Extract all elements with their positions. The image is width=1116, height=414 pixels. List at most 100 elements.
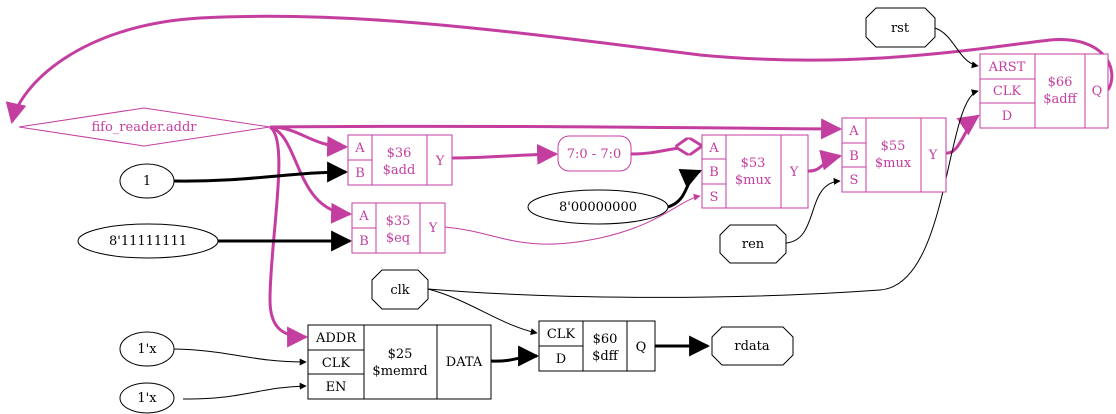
- ren-label: ren: [742, 237, 765, 252]
- dff60-port-clk: CLK: [547, 327, 576, 342]
- eq35-port-a: A: [358, 209, 369, 224]
- cell-eq35[interactable]: A B $35 $eq Y: [351, 202, 446, 254]
- adff66-frame: [979, 53, 1109, 129]
- dff60-port-q: Q: [636, 340, 647, 355]
- wire-memrd25-data-to-dff60-d: [490, 345, 540, 367]
- cell-memrd25[interactable]: ADDR CLK EN $25 $memrd DATA: [307, 324, 492, 400]
- adff66-port-clk: CLK: [993, 84, 1022, 99]
- const-all-ones-ellipse: [77, 223, 219, 259]
- adff66-port-arst: ARST: [988, 60, 1026, 75]
- eq35-id: $35: [386, 214, 411, 229]
- const-all-ones-label: 8'11111111: [109, 234, 187, 249]
- mux55-port-a: A: [848, 124, 859, 139]
- wire-ren-to-mux55-s: [785, 177, 841, 244]
- cell-dff60[interactable]: CLK D $60 $dff Q: [538, 320, 656, 372]
- fifo-addr-diamond: [18, 107, 271, 147]
- wire-addr-to-memrd25-addr: [268, 125, 309, 348]
- const-one-ellipse: [119, 163, 175, 199]
- mux53-frame: [701, 134, 809, 209]
- mux55-port-y: Y: [928, 148, 938, 163]
- cell-mux55[interactable]: A B S $55 $mux Y: [841, 117, 947, 193]
- mux55-port-s: S: [850, 173, 859, 188]
- slice-box: [557, 135, 632, 172]
- rst-label: rst: [891, 21, 910, 36]
- rst-octagon: [865, 7, 936, 48]
- wire-addr-to-mux55-a: [269, 118, 843, 140]
- wire-clk-to-adff66-clk: [427, 89, 979, 298]
- const-zeros-label: 8'00000000: [559, 200, 637, 215]
- fifo-addr-label: fifo_reader.addr: [91, 120, 197, 135]
- memrd25-port-clk: CLK: [322, 356, 351, 371]
- mux55-port-b: B: [849, 149, 859, 164]
- eq35-type: $eq: [386, 231, 410, 246]
- memrd25-id: $25: [388, 347, 413, 362]
- wire-add36-y-to-slice: [451, 143, 559, 165]
- wire-eq35-y-to-mux53-s: [444, 193, 701, 245]
- clk-octagon: [371, 269, 429, 310]
- node-rst[interactable]: rst: [865, 7, 936, 48]
- node-clk[interactable]: clk: [371, 269, 429, 310]
- wire-mux55-y-to-adff66-d: [945, 114, 980, 155]
- mux55-type: $mux: [875, 156, 912, 171]
- dff60-port-d: D: [556, 352, 566, 367]
- wire-q66-feedback-to-addr: [5, 14, 1114, 125]
- const-one[interactable]: 1: [119, 163, 175, 199]
- adff66-port-q: Q: [1092, 84, 1103, 99]
- const-x2-ellipse: [119, 382, 175, 414]
- const-x2[interactable]: 1'x: [119, 382, 175, 414]
- node-rdata[interactable]: rdata: [711, 326, 794, 366]
- cell-add36[interactable]: A B $36 $add Y: [347, 134, 453, 186]
- cell-mux53[interactable]: A B S $53 $mux Y: [701, 134, 809, 209]
- mux53-type: $mux: [735, 173, 772, 188]
- const-zeros[interactable]: 8'00000000: [527, 189, 669, 225]
- wire-zeros-to-mux53-b: [667, 168, 702, 209]
- memrd25-port-en: EN: [326, 380, 347, 395]
- slice-label: 7:0 - 7:0: [567, 147, 622, 162]
- dff60-id: $60: [593, 332, 618, 347]
- add36-port-b: B: [355, 166, 365, 181]
- const-x2-label: 1'x: [137, 391, 157, 406]
- const-all-ones[interactable]: 8'11111111: [77, 223, 219, 259]
- wire-x1-to-memrd25-clk: [173, 348, 307, 366]
- add36-port-a: A: [354, 141, 365, 156]
- clk-label: clk: [390, 283, 409, 298]
- wire-slice-to-mux53-a: [630, 146, 700, 154]
- mux53-port-b: B: [709, 165, 719, 180]
- const-one-label: 1: [143, 174, 151, 189]
- adff66-type: $adff: [1043, 92, 1078, 107]
- memrd25-port-addr: ADDR: [315, 331, 357, 346]
- wire-x2-to-memrd25-en: [182, 382, 307, 400]
- memrd25-port-data: DATA: [446, 355, 483, 370]
- memrd25-frame: [307, 324, 492, 400]
- wire-mux53-y-to-mux55-b: [807, 149, 843, 173]
- cell-adff66[interactable]: ARST CLK D $66 $adff Q: [979, 53, 1109, 129]
- wires: [5, 14, 1114, 400]
- eq35-port-b: B: [359, 234, 369, 249]
- const-zeros-ellipse: [527, 189, 669, 225]
- mux53-port-y: Y: [789, 165, 799, 180]
- mux53-port-a: A: [708, 141, 719, 156]
- const-x1[interactable]: 1'x: [119, 331, 175, 367]
- add36-port-y: Y: [435, 154, 445, 169]
- const-x1-label: 1'x: [137, 342, 157, 357]
- node-ren[interactable]: ren: [719, 224, 787, 264]
- add36-type: $add: [383, 163, 416, 178]
- mux53-port-s: S: [710, 190, 719, 205]
- dff60-type: $dff: [592, 349, 620, 364]
- const-x1-ellipse: [119, 331, 175, 367]
- mux53-id: $53: [741, 156, 766, 171]
- rdata-octagon: [711, 326, 794, 366]
- slice-node[interactable]: 7:0 - 7:0: [557, 135, 632, 172]
- mux55-frame: [841, 117, 947, 193]
- adff66-port-d: D: [1002, 109, 1012, 124]
- ren-octagon: [719, 224, 787, 264]
- wire-const1-to-add36-b: [173, 161, 349, 183]
- node-fifo-addr[interactable]: fifo_reader.addr: [18, 107, 271, 147]
- add36-id: $36: [387, 146, 412, 161]
- memrd25-type: $memrd: [372, 364, 427, 379]
- rdata-label: rdata: [734, 339, 770, 354]
- eq35-port-y: Y: [428, 221, 438, 236]
- mux55-id: $55: [881, 139, 906, 154]
- adff66-id: $66: [1048, 75, 1073, 90]
